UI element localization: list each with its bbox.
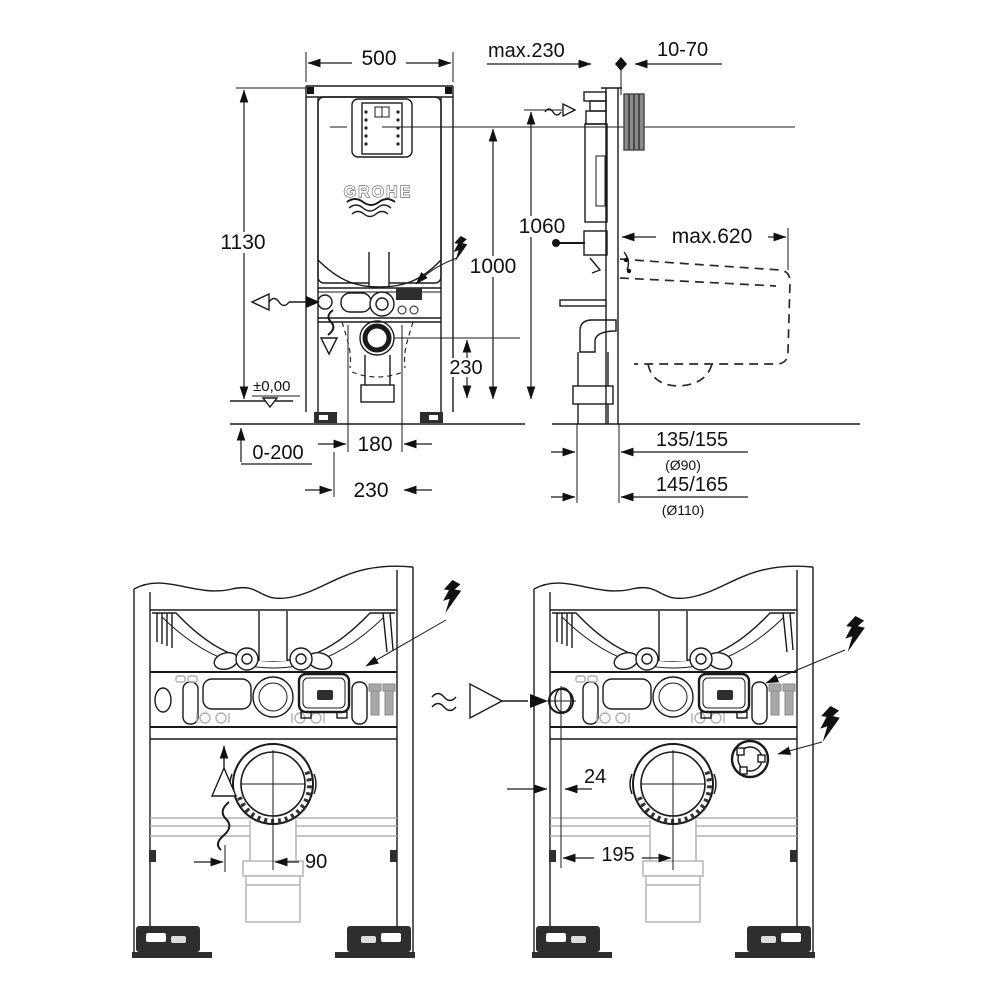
grohe-logo: GROHE bbox=[343, 184, 413, 218]
dim-outlet-offset-label: 180 bbox=[357, 433, 392, 456]
drain-height-110-label: 145/165 bbox=[656, 474, 728, 496]
drain-dia-110-label: (Ø110) bbox=[662, 502, 705, 518]
water-supply-arrow-icon bbox=[250, 292, 320, 312]
dim-conduit-offset-label: 195 bbox=[601, 844, 634, 866]
dim-foot-adjust-label: 0-200 bbox=[252, 442, 303, 464]
dim-width-label: 500 bbox=[361, 47, 396, 70]
detail-left-annotations: 90 bbox=[194, 580, 462, 873]
lightning-bolt-icon bbox=[453, 236, 468, 262]
side-view bbox=[544, 87, 860, 503]
dim-actuator-height-label: 1000 bbox=[470, 255, 517, 278]
dim-bowl-depth-label: max.620 bbox=[672, 225, 753, 248]
lightning-bolt-icon bbox=[443, 580, 462, 614]
electrical-box-front bbox=[396, 288, 422, 300]
actuator-access-box bbox=[351, 98, 413, 158]
dim-drain-offset-label: 230 bbox=[353, 479, 388, 502]
dimensions: 500 1130 1000 1060 230 ±0,00 0-200 180 2… bbox=[220, 39, 789, 518]
detail-right-annotations: 24 195 bbox=[431, 616, 865, 870]
dim-wall-thickness-label: 10-70 bbox=[657, 39, 708, 61]
detail-view-right bbox=[532, 566, 815, 958]
dim-plate-height-label: 1060 bbox=[519, 215, 566, 238]
toilet-bowl-outline bbox=[619, 251, 791, 387]
vent-up-arrow-icon bbox=[210, 745, 238, 851]
lightning-bolt-icon bbox=[845, 616, 865, 652]
detail-view-left bbox=[132, 566, 415, 958]
wall-section bbox=[623, 93, 645, 151]
cable-conduit-hole bbox=[730, 739, 770, 779]
front-view: GROHE bbox=[230, 85, 795, 452]
water-inlet-port bbox=[317, 294, 333, 310]
water-supply-arrow-icon bbox=[431, 682, 548, 720]
dim-inlet-offset-label: 24 bbox=[584, 766, 606, 788]
level-mark-icon bbox=[261, 397, 279, 409]
dim-outlet-offset-90-label: 90 bbox=[305, 851, 327, 873]
drain-dia-90-label: (Ø90) bbox=[665, 457, 701, 473]
grohe-logo-text: GROHE bbox=[344, 184, 413, 201]
drain-height-90-label: 135/155 bbox=[656, 429, 728, 451]
dim-height-label: 1130 bbox=[220, 231, 265, 254]
floor-level-label: ±0,00 bbox=[253, 378, 290, 395]
flush-water-down-arrow-icon bbox=[319, 309, 339, 356]
dim-depth-label: max.230 bbox=[488, 40, 565, 62]
dim-outlet-height-label: 230 bbox=[449, 357, 482, 379]
lightning-bolt-icon bbox=[820, 706, 840, 742]
